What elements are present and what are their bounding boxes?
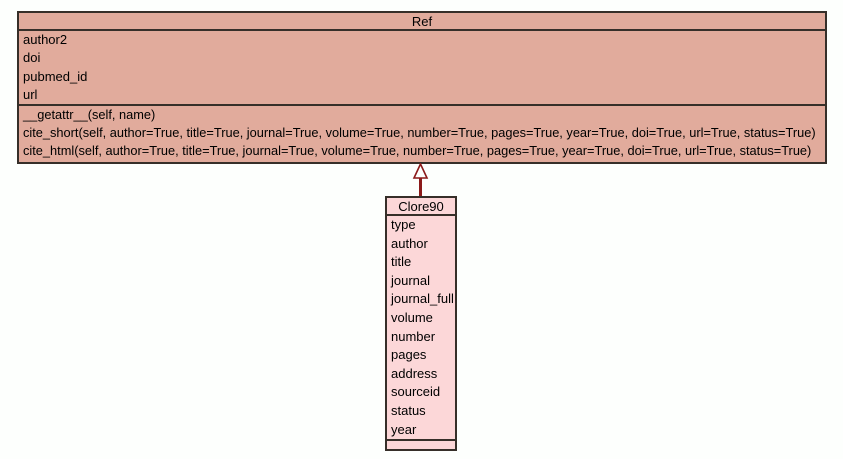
ref-methods-compartment: __getattr__(self, name) cite_short(self,… (19, 106, 825, 160)
method-row: cite_html(self, author=True, title=True,… (23, 143, 812, 158)
attribute-row: sourceid (391, 384, 441, 400)
inheritance-arrow-head-icon (412, 163, 429, 179)
attribute-row: doi (23, 50, 41, 66)
method-row: cite_short(self, author=True, title=True… (23, 125, 816, 140)
attribute-row: author (391, 235, 428, 251)
attribute-row: journal (391, 272, 431, 288)
attribute-row: volume (391, 309, 433, 325)
attribute-row: journal_full (391, 291, 454, 307)
attribute-row: year (391, 421, 417, 437)
clore90-methods-compartment (387, 441, 455, 447)
attribute-row: number (391, 328, 436, 344)
method-row: __getattr__(self, name) (23, 107, 156, 122)
attribute-row: status (391, 402, 426, 418)
attribute-row: author2 (23, 32, 68, 47)
ref-attributes-compartment: author2 doi pubmed_id url (19, 31, 825, 106)
clore90-attributes-compartment: type author title journal journal_full v… (387, 216, 455, 442)
class-title-ref: Ref (19, 13, 825, 31)
class-title-clore90: Clore90 (387, 198, 455, 216)
attribute-row: title (391, 254, 412, 270)
class-box-clore90[interactable]: Clore90 type author title journal journa… (385, 196, 457, 451)
attribute-row: address (391, 365, 438, 381)
attribute-row: type (391, 217, 416, 232)
class-box-ref[interactable]: Ref author2 doi pubmed_id url __getattr_… (17, 11, 827, 164)
attribute-row: pubmed_id (23, 68, 88, 84)
attribute-row: pages (391, 347, 427, 363)
attribute-row: url (23, 86, 38, 102)
inheritance-arrow (412, 163, 429, 197)
